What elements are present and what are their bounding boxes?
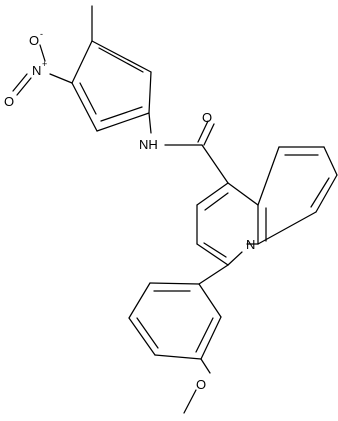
nitro-oxygen-charge: - (40, 29, 43, 39)
nitrophenyl-bond-3 (96, 112, 150, 132)
nitro-nitrogen-charge: + (42, 59, 47, 69)
nitrophenyl-double-1 (98, 47, 144, 73)
methoxyphenyl-bond-6 (198, 283, 222, 318)
carbonyl-double-b (203, 123, 215, 146)
nitrophenyl-bond-5 (71, 40, 93, 84)
nitro-c-n-bond (49, 73, 73, 84)
nitro-oxygen-minus-label: O (29, 33, 39, 48)
nitro-n-o-bond (39, 44, 46, 62)
benzo-bond-3 (323, 146, 338, 176)
carbonyl-oxygen-label: O (202, 110, 212, 125)
nitro-n-o-double-b (16, 77, 32, 96)
benzo-bond-5 (257, 211, 317, 245)
pyridine-double-2 (203, 242, 227, 258)
carbonyl-double-a (197, 120, 209, 143)
nitrophenyl-bond-1 (91, 40, 152, 73)
methoxyphenyl-bond-2 (128, 282, 151, 319)
benzo-bond-4 (315, 174, 338, 213)
nitrophenyl-double-2 (100, 106, 143, 122)
nitro-oxygen-label: O (4, 94, 14, 109)
nitrophenyl-double-3 (79, 82, 97, 115)
methoxyphenyl-double-3 (195, 317, 214, 353)
nitro-n-o-double-a (12, 73, 28, 92)
quinoline-nitrogen-label: N (246, 237, 255, 252)
methoxyphenyl-bond-4 (154, 354, 202, 360)
aryl-nh-bond (148, 112, 152, 134)
methoxyphenyl-double-2 (136, 317, 159, 349)
pyridine-bond-1 (227, 182, 259, 206)
nitrophenyl-bond-2 (148, 71, 152, 114)
pyridine-double-1 (204, 192, 229, 211)
atom-labels: O - N + O NH O N O (4, 29, 255, 392)
quinoline-aryl-bond (198, 264, 229, 285)
methoxyphenyl-bond-3 (128, 317, 156, 356)
carbonyl-quinoline-bond (201, 144, 229, 184)
nitro-nitrogen-label: N (32, 63, 41, 78)
pyridine-bond-5 (196, 243, 229, 266)
nitrophenyl-bond-4 (71, 82, 98, 132)
o-methyl-bond (183, 389, 197, 414)
benzo-double-2 (310, 177, 330, 208)
benzo-bond-1 (257, 146, 280, 206)
methoxyphenyl-bond-5 (200, 316, 222, 360)
aryl-o-bond (200, 358, 211, 374)
methoxy-oxygen-label: O (196, 377, 206, 392)
pyridine-bond-4 (227, 251, 243, 266)
pyridine-bond-7 (196, 182, 229, 206)
amide-nh-label: NH (139, 137, 158, 152)
methoxyphenyl-bond-1 (149, 282, 200, 285)
bond-lines (12, 5, 338, 414)
